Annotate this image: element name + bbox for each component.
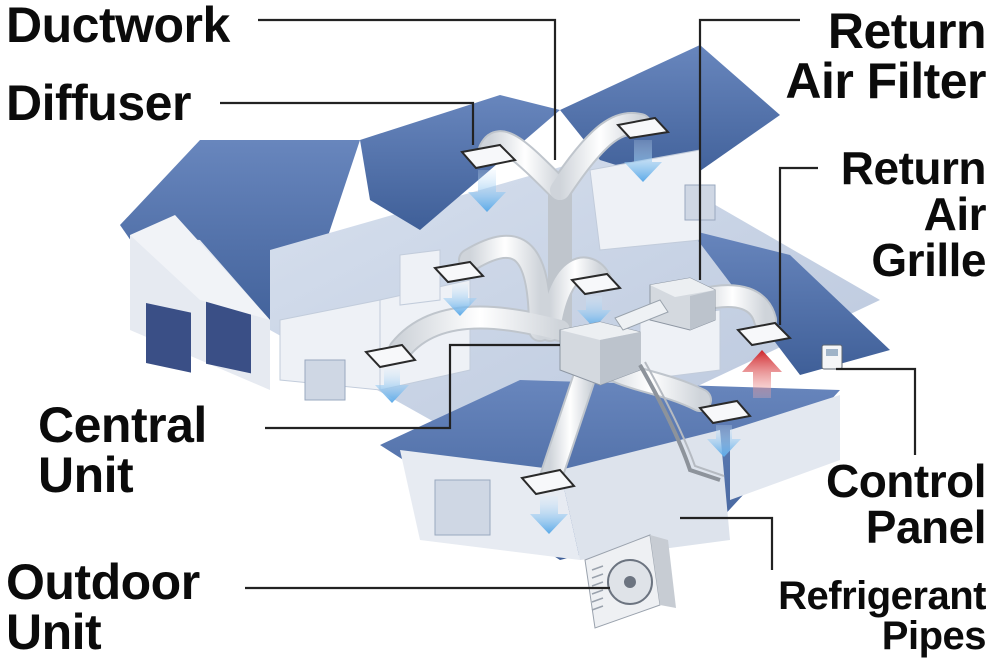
label-control-panel: Control Panel — [825, 455, 987, 553]
interior-walls — [279, 149, 721, 391]
leader-diffuser — [220, 101, 475, 145]
down-arrow-icon — [530, 496, 568, 534]
side-window — [304, 359, 346, 401]
back-roof-left — [360, 95, 560, 230]
down-arrow-icon — [375, 369, 409, 403]
label-return-air-filter: Return Air Filter — [785, 3, 986, 109]
return-air-grille — [736, 321, 793, 347]
control-panel-device — [821, 344, 843, 370]
diffuser-vent — [520, 468, 576, 496]
floor-slab — [270, 150, 880, 470]
label-ductwork: Ductwork — [6, 0, 230, 53]
label-central-unit: Central Unit — [38, 397, 207, 503]
down-arrow-icon — [577, 296, 611, 328]
right-roof — [690, 230, 890, 375]
back-roof-right — [560, 45, 780, 185]
garage-door-right — [206, 293, 251, 374]
down-arrow-icon — [468, 170, 506, 212]
diffuser-vent — [698, 399, 752, 425]
label-return-air-grille: Return Air Grille — [840, 142, 987, 286]
label-diffuser: Diffuser — [6, 75, 191, 131]
down-arrow-icon — [443, 284, 477, 316]
front-window — [434, 479, 491, 536]
supply-arrows — [375, 140, 741, 534]
outdoor-unit — [584, 534, 676, 629]
leader-control-panel — [836, 367, 917, 455]
garage-gable — [130, 215, 270, 320]
right-wall — [730, 395, 840, 500]
down-arrow-icon — [624, 140, 662, 182]
central-unit — [559, 321, 641, 386]
diffuser-vent — [364, 343, 417, 369]
leader-return-air-grille — [778, 166, 818, 325]
return-air-filter-box — [649, 277, 716, 331]
down-arrow-icon — [707, 425, 741, 457]
diffuser-vent — [433, 260, 485, 284]
house — [120, 45, 890, 560]
leader-central-unit — [265, 343, 560, 430]
diffuser-vent — [460, 143, 518, 170]
garage-door-left — [146, 303, 191, 373]
leader-return-air-filter — [698, 18, 800, 280]
diffuser-vent — [616, 116, 671, 140]
label-outdoor-unit: Outdoor Unit — [6, 554, 200, 660]
leader-refrigerant-pipes — [680, 516, 774, 570]
refrigerant-pipes — [638, 364, 721, 482]
diffusers — [364, 116, 752, 496]
return-duct — [614, 299, 669, 331]
leader-ductwork — [258, 18, 557, 160]
label-refrigerant-pipes: Refrigerant Pipes — [778, 574, 986, 658]
up-arrow-icon — [742, 350, 782, 398]
diffuser-vent — [570, 272, 622, 296]
leader-lines — [220, 18, 917, 590]
